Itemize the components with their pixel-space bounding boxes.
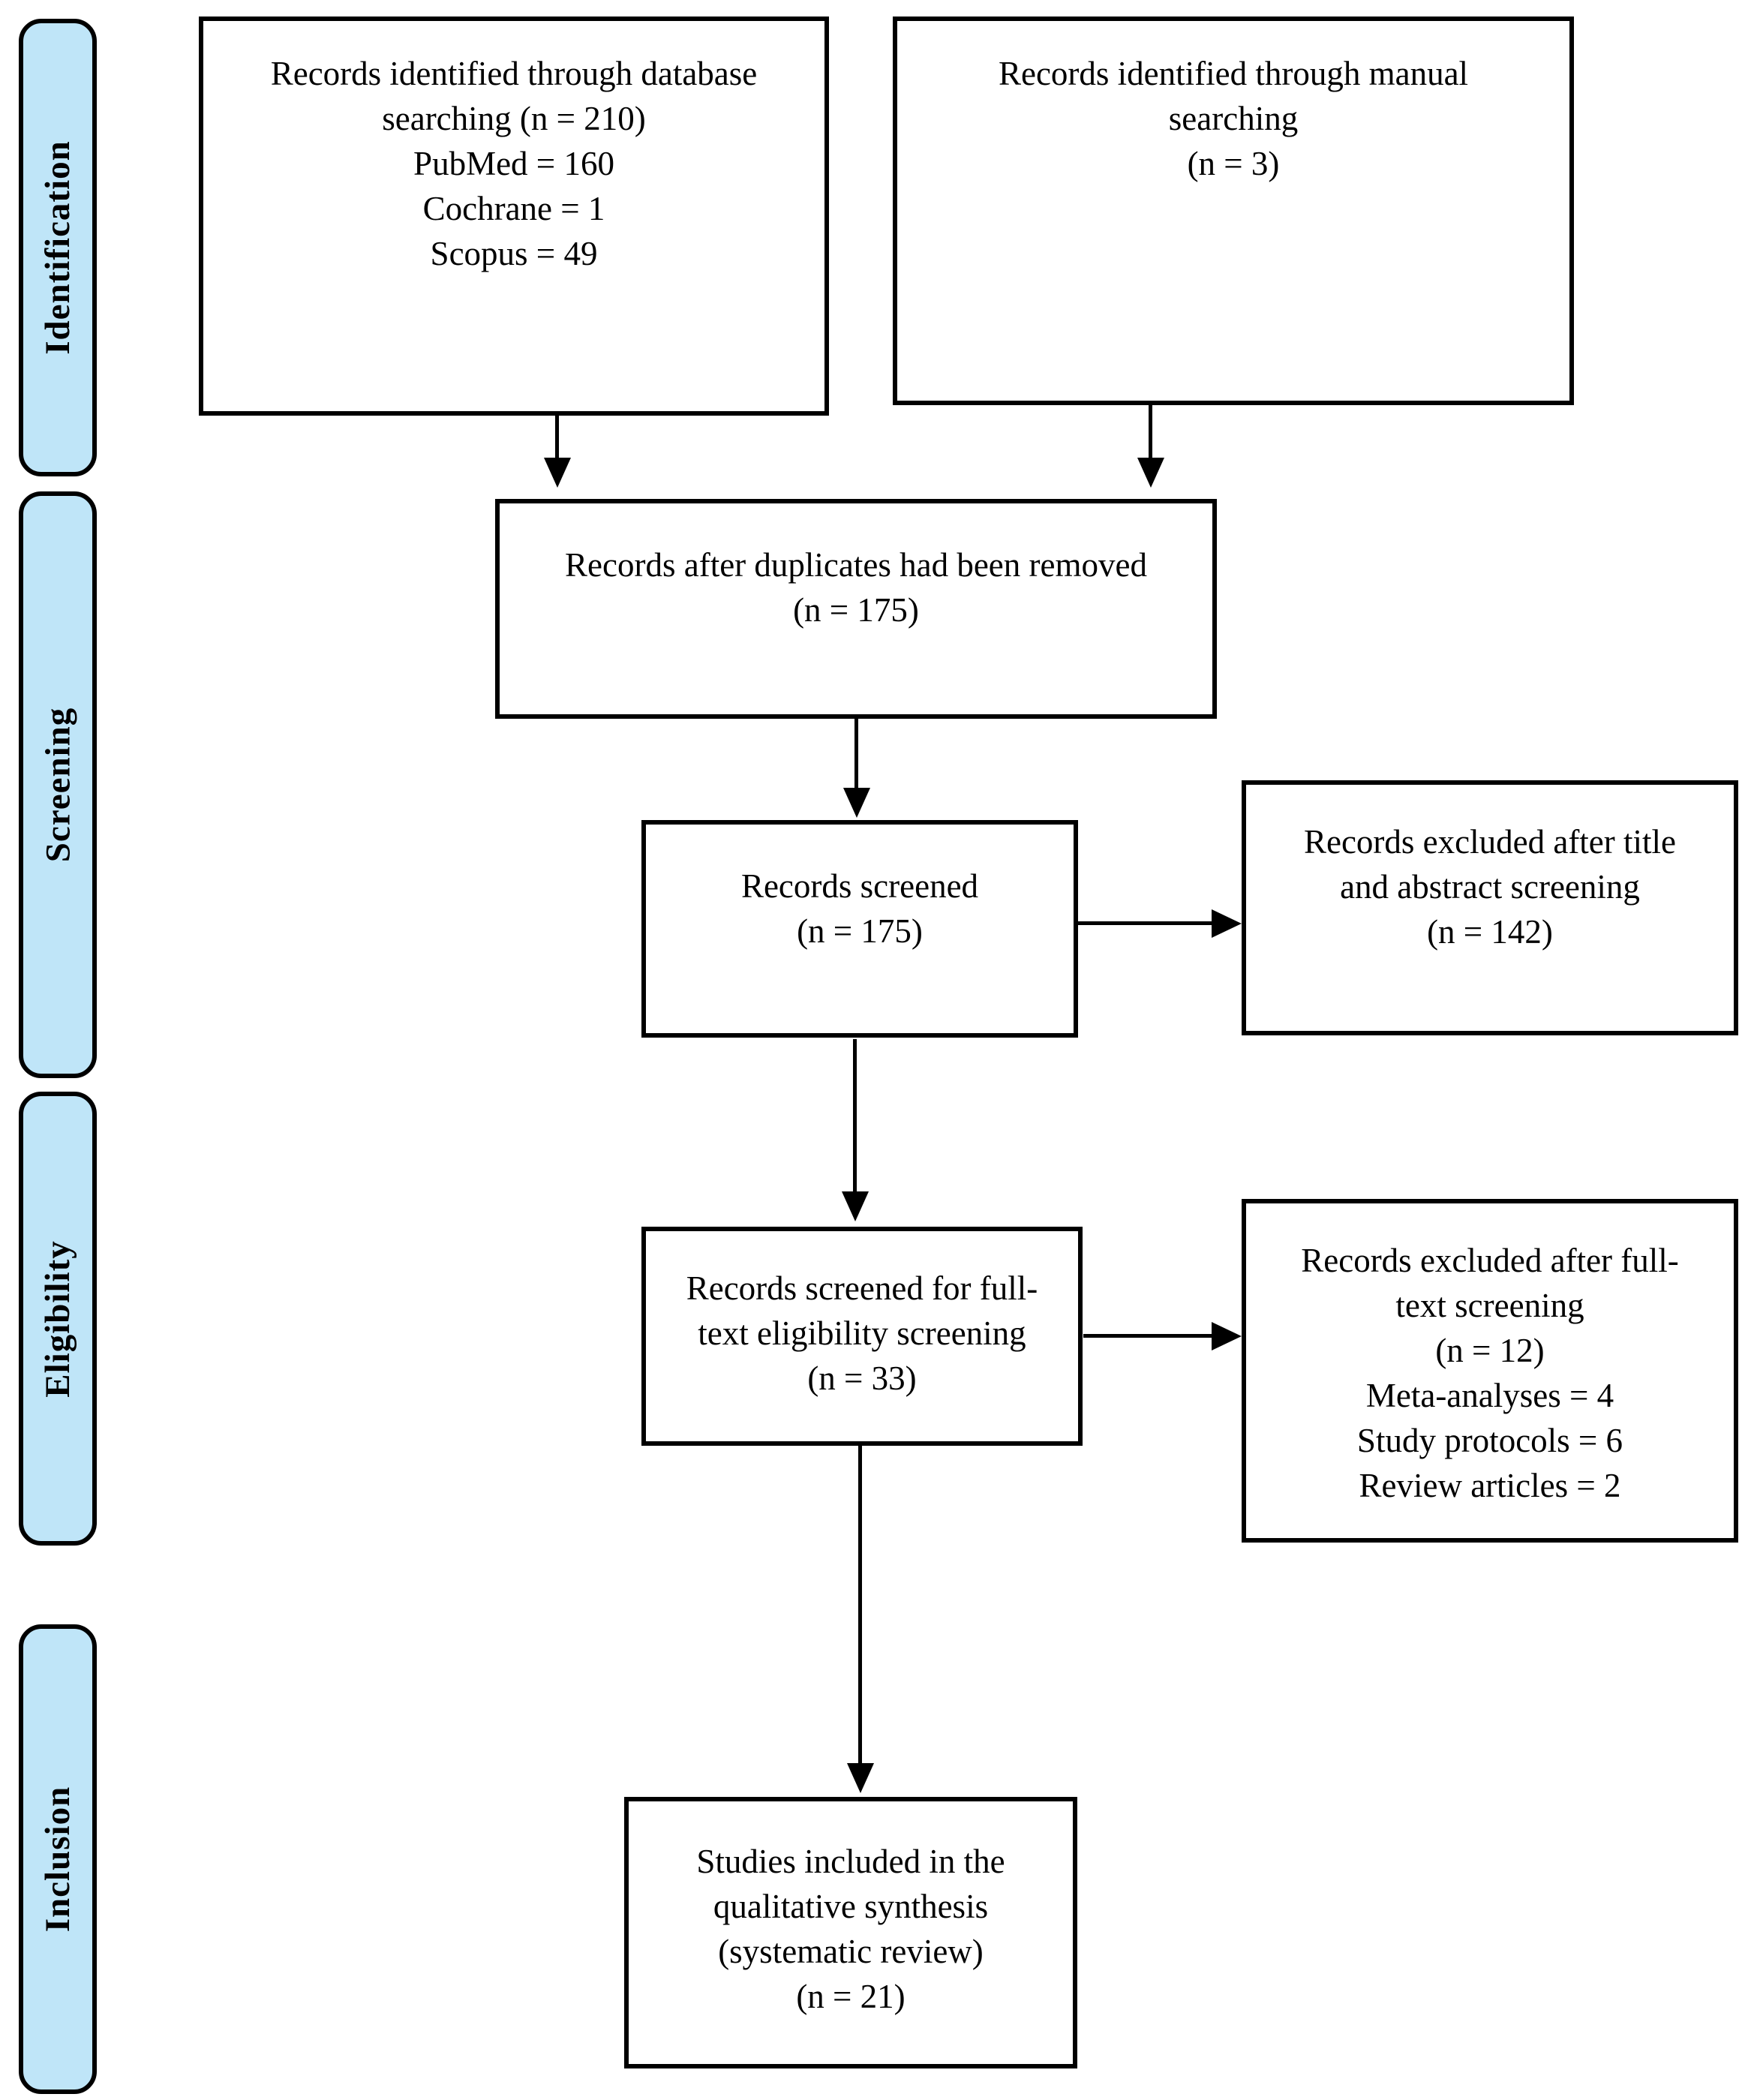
text-line: Records identified through database xyxy=(270,55,758,92)
text-line: (n = 142) xyxy=(1427,913,1553,951)
text-line: (systematic review) xyxy=(718,1933,984,1970)
text-line: text screening xyxy=(1395,1287,1584,1324)
box-duplicates-removed: Records after duplicates had been remove… xyxy=(495,499,1217,719)
text-line: (n = 175) xyxy=(797,912,923,950)
text-line: Study protocols = 6 xyxy=(1356,1422,1623,1459)
text-line: PubMed = 160 xyxy=(413,145,614,182)
text-line: Records screened for full- xyxy=(686,1269,1038,1307)
arrow-eligibility-to-included xyxy=(858,1446,862,1763)
arrow-manual-to-duplicates xyxy=(1149,405,1152,458)
stage-screening: Screening xyxy=(19,491,97,1078)
arrow-eligibility-to-excluded-fulltext xyxy=(1083,1334,1212,1338)
stage-identification: Identification xyxy=(19,19,97,476)
text-line: searching (n = 210) xyxy=(382,100,646,137)
text-line: Scopus = 49 xyxy=(430,235,598,272)
box-database-searching: Records identified through database sear… xyxy=(199,17,829,416)
text-line: qualitative synthesis xyxy=(713,1888,989,1925)
stage-identification-label: Identification xyxy=(38,140,77,355)
text-line: searching xyxy=(1168,100,1299,137)
text-line: (n = 12) xyxy=(1435,1332,1545,1369)
arrow-screened-to-eligibility xyxy=(853,1039,857,1191)
stage-inclusion: Inclusion xyxy=(19,1624,97,2094)
box-fulltext-eligibility: Records screened for full- text eligibil… xyxy=(641,1227,1083,1446)
text-line: and abstract screening xyxy=(1340,868,1640,906)
stage-inclusion-label: Inclusion xyxy=(38,1786,78,1933)
text-line: text eligibility screening xyxy=(698,1314,1026,1352)
text-line: Records after duplicates had been remove… xyxy=(565,546,1147,584)
arrow-database-to-duplicates xyxy=(555,416,559,458)
text-line: Meta-analyses = 4 xyxy=(1365,1377,1614,1414)
text-line: Records excluded after title xyxy=(1303,823,1677,861)
stage-eligibility-label: Eligibility xyxy=(38,1239,77,1398)
text-line: (n = 175) xyxy=(793,591,919,629)
box-manual-searching: Records identified through manual search… xyxy=(893,17,1574,405)
arrow-screened-to-excluded-title xyxy=(1077,921,1212,925)
text-line: Cochrane = 1 xyxy=(422,190,605,227)
box-records-screened: Records screened (n = 175) xyxy=(641,820,1078,1038)
text-line: (n = 21) xyxy=(796,1978,906,2015)
box-studies-included: Studies included in the qualitative synt… xyxy=(624,1797,1077,2068)
text-line: Studies included in the xyxy=(696,1843,1005,1880)
box-excluded-title-abstract: Records excluded after title and abstrac… xyxy=(1242,780,1738,1035)
text-line: (n = 3) xyxy=(1187,145,1280,182)
text-line: (n = 33) xyxy=(807,1359,917,1397)
text-line: Records excluded after full- xyxy=(1301,1242,1679,1279)
stage-eligibility: Eligibility xyxy=(19,1092,97,1546)
text-line: Records screened xyxy=(740,867,979,905)
box-excluded-fulltext: Records excluded after full- text screen… xyxy=(1242,1199,1738,1543)
text-line: Records identified through manual xyxy=(998,55,1469,92)
arrow-duplicates-to-screened xyxy=(854,719,858,788)
text-line: Review articles = 2 xyxy=(1359,1467,1621,1504)
stage-screening-label: Screening xyxy=(38,707,78,863)
